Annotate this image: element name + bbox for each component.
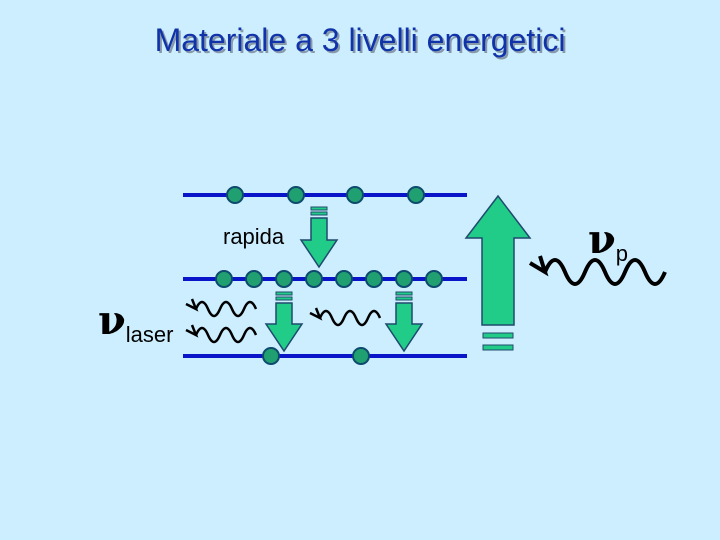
pump-photon [528, 255, 667, 286]
electron [245, 270, 263, 288]
electron [407, 186, 425, 204]
rapid-decay-arrow [299, 206, 339, 269]
laser-transition-arrow-left [264, 291, 304, 353]
electron [226, 186, 244, 204]
pump-nu-symbol: ν [588, 216, 616, 263]
emitted-photon-upper [185, 298, 258, 318]
emitted-photon-lower [185, 324, 258, 344]
laser-transition-arrow-right [384, 291, 424, 353]
electron [287, 186, 305, 204]
electron [262, 347, 280, 365]
electron [305, 270, 323, 288]
electron [395, 270, 413, 288]
rapid-decay-label: rapida [223, 224, 285, 249]
electron [275, 270, 293, 288]
pump-subscript: p [615, 241, 629, 266]
electron [365, 270, 383, 288]
stimulating-photon [309, 307, 382, 327]
laser-frequency-label: νlaser [98, 297, 174, 347]
electron [335, 270, 353, 288]
laser-subscript: laser [125, 322, 174, 347]
middle-level-electrons [215, 270, 443, 288]
laser-nu-symbol: ν [98, 297, 126, 344]
top-level-electrons [226, 186, 425, 204]
page-title: Materiale a 3 livelli energetici [154, 22, 566, 58]
electron [215, 270, 233, 288]
pump-arrow [464, 194, 532, 351]
pump-frequency-label: νp [588, 216, 629, 266]
ground-level-electrons [262, 347, 370, 365]
electron [352, 347, 370, 365]
electron [425, 270, 443, 288]
electron [346, 186, 364, 204]
